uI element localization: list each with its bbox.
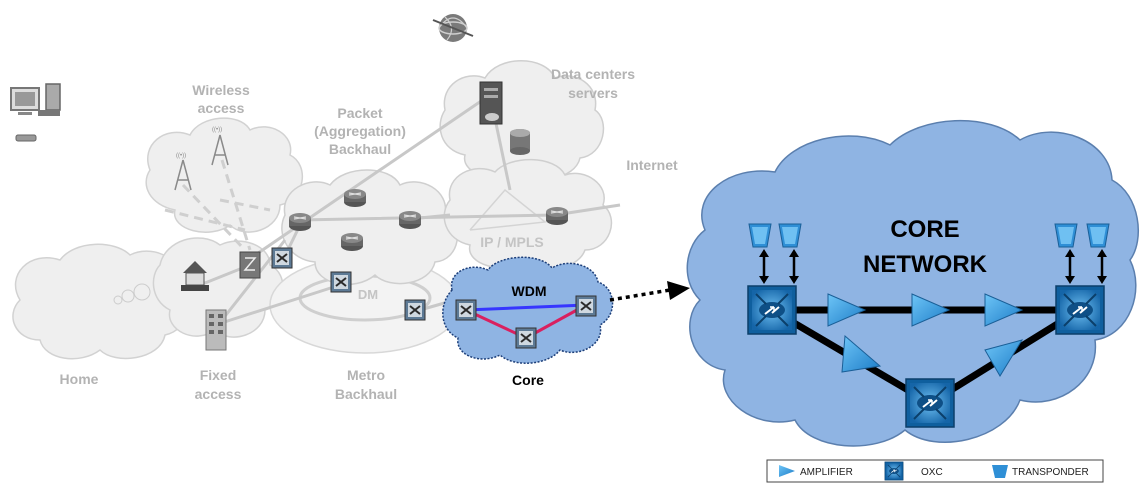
packet-label-2: (Aggregation)	[314, 123, 406, 139]
oxc-small-icon	[330, 271, 352, 293]
packet-label-3: Backhaul	[329, 141, 391, 157]
database-icon	[510, 129, 530, 155]
amplifier-icon	[984, 339, 1024, 377]
legend-oxc: OXC	[921, 467, 943, 478]
oxc-legend-icon	[884, 461, 904, 481]
amplifier-icon	[911, 293, 951, 327]
datacenters-label-2: servers	[568, 85, 618, 101]
house-icon	[181, 261, 209, 291]
oxc-small-icon	[515, 327, 537, 349]
wdm-label: WDM	[512, 283, 547, 299]
transponder-icon	[1054, 223, 1078, 248]
transponder-group-left	[748, 223, 802, 284]
transponder-legend-icon	[992, 465, 1008, 478]
transponder-group-right	[1054, 223, 1110, 284]
amplifier-icon	[984, 293, 1024, 327]
oxc-icon	[1055, 285, 1105, 335]
metro-label-2: Backhaul	[335, 386, 397, 402]
home-cloud	[12, 243, 191, 360]
amplifier-icon	[841, 334, 882, 373]
modem-icon	[15, 134, 37, 142]
oxc-small-icon	[575, 295, 597, 317]
core-network-label-1: CORE	[890, 216, 959, 243]
svg-text:((•)): ((•))	[176, 153, 186, 159]
transponder-icon	[748, 223, 772, 248]
router-icon	[343, 188, 367, 208]
home-label: Home	[60, 371, 99, 387]
packet-label-1: Packet	[337, 105, 382, 121]
legend-transponder: TRANSPONDER	[1012, 467, 1089, 478]
router-icon	[288, 212, 312, 232]
oxc-icon	[905, 378, 955, 428]
oxc-icon	[747, 285, 797, 335]
zoom-arrow	[609, 281, 690, 302]
oxc-small-icon	[455, 299, 477, 321]
amplifiers	[827, 293, 1024, 377]
switch-icon	[239, 251, 261, 279]
router-icon	[340, 232, 364, 252]
transponder-icon	[778, 223, 802, 248]
router-icon	[398, 210, 422, 230]
svg-text:((•)): ((•))	[212, 127, 222, 133]
server-icon	[479, 81, 503, 125]
amplifier-legend-icon	[779, 465, 795, 477]
fixed-label-1: Fixed	[200, 367, 237, 383]
datacenters-label-1: Data centers	[551, 66, 635, 82]
transponder-icon	[1086, 223, 1110, 248]
legend: AMPLIFIER OXC TRANSPONDER	[766, 459, 1104, 483]
cell-tower-icon: ((•)) ((•))	[174, 127, 229, 191]
wireless-access-cloud	[145, 117, 304, 233]
internet-label: Internet	[626, 157, 678, 173]
wireless-label-2: access	[198, 100, 245, 116]
ipmpls-label: IP / MPLS	[480, 234, 544, 250]
globe-icon	[432, 14, 474, 42]
core-network-cloud	[686, 119, 1140, 447]
core-label: Core	[512, 372, 544, 388]
oxc-small-icon	[404, 299, 426, 321]
wireless-label-1: Wireless	[192, 82, 250, 98]
building-icon	[205, 309, 227, 351]
oxc-small-icon	[271, 247, 293, 269]
fixed-label-2: access	[195, 386, 242, 402]
metro-wdm-partial-label: DM	[358, 287, 378, 302]
core-network-label-2: NETWORK	[863, 251, 988, 278]
metro-label-1: Metro	[347, 367, 385, 383]
legend-amplifier: AMPLIFIER	[800, 467, 853, 478]
computer-icon	[10, 83, 61, 116]
core-wdm-cloud-small	[442, 256, 614, 364]
amplifier-icon	[827, 293, 867, 327]
router-icon	[545, 206, 569, 226]
